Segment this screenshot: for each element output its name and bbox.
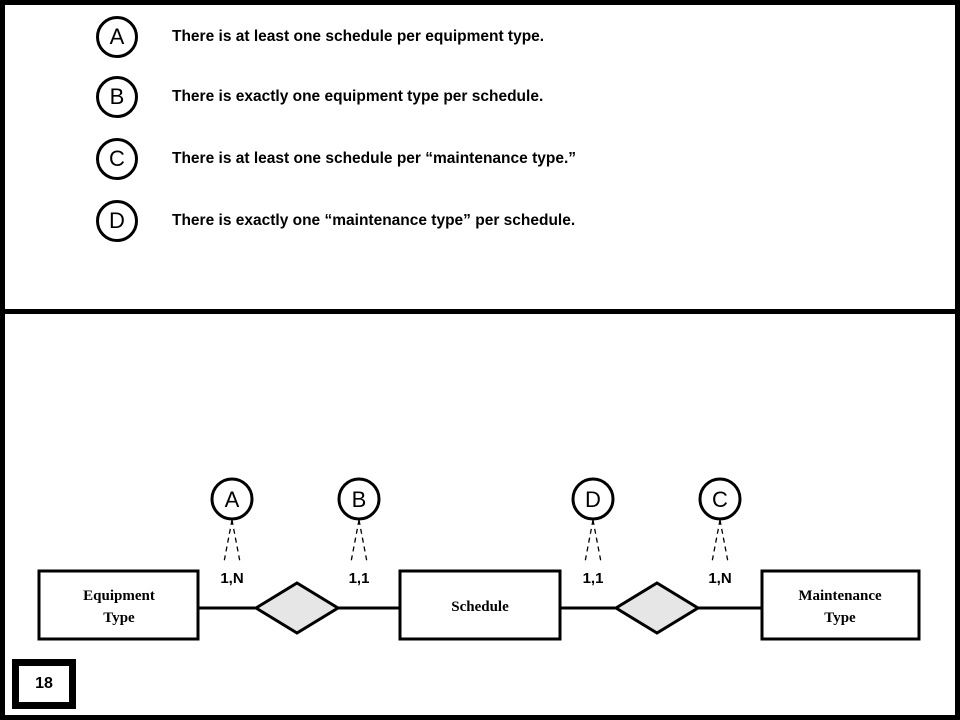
entity-maintenance-label-line2: Type [824,610,856,626]
entity-schedule-label: Schedule [451,599,509,615]
leader-c-left [711,519,721,563]
cardinality-schedule-left-side: 1,1 [349,570,370,587]
entity-equipment-label-line1: Equipment [83,588,155,604]
callout-a-label: A [225,487,240,512]
page-number-badge: 18 [12,659,76,709]
leader-b-right [358,519,368,563]
entity-maintenance-label-line1: Maintenance [798,588,882,604]
entity-equipment-type: Equipment Type [37,569,200,641]
statement-a-badge: A [96,16,138,58]
leader-c-right [719,519,729,563]
statement-a: A There is at least one schedule per equ… [96,15,544,59]
statement-c-text: There is at least one schedule per “main… [172,150,576,167]
statement-b-text: There is exactly one equipment type per … [172,88,544,105]
statement-c: C There is at least one schedule per “ma… [96,137,576,181]
cardinality-schedule-right-side: 1,1 [583,570,604,587]
entity-schedule: Schedule [398,569,562,641]
section-divider [0,309,960,314]
callout-c: C [698,477,742,521]
statement-d-text: There is exactly one “maintenance type” … [172,212,576,229]
statement-b-badge: B [96,76,138,118]
cardinality-equipment-side: 1,N [220,570,243,587]
callout-b-label: B [352,487,367,512]
callout-b: B [337,477,381,521]
leader-a-right [231,519,241,563]
leader-d-right [592,519,602,563]
cardinality-maintenance-side: 1,N [708,570,731,587]
statement-d-badge: D [96,200,138,242]
callout-a: A [210,477,254,521]
statement-d: D There is exactly one “maintenance type… [96,199,575,243]
relationship-schedule-maintenance [613,581,701,635]
statement-c-badge: C [96,138,138,180]
statement-b: B There is exactly one equipment type pe… [96,75,543,119]
entity-equipment-label-line2: Type [103,610,135,626]
relationship-equipment-schedule [253,581,341,635]
statement-a-text: There is at least one schedule per equip… [172,28,545,45]
callout-d: D [571,477,615,521]
leader-b-left [350,519,360,563]
leader-a-left [223,519,233,563]
callout-d-label: D [585,487,601,512]
callout-c-label: C [712,487,728,512]
entity-maintenance-type: Maintenance Type [760,569,921,641]
page-number: 18 [19,666,69,702]
callout-leaders [223,519,729,563]
leader-d-left [584,519,594,563]
